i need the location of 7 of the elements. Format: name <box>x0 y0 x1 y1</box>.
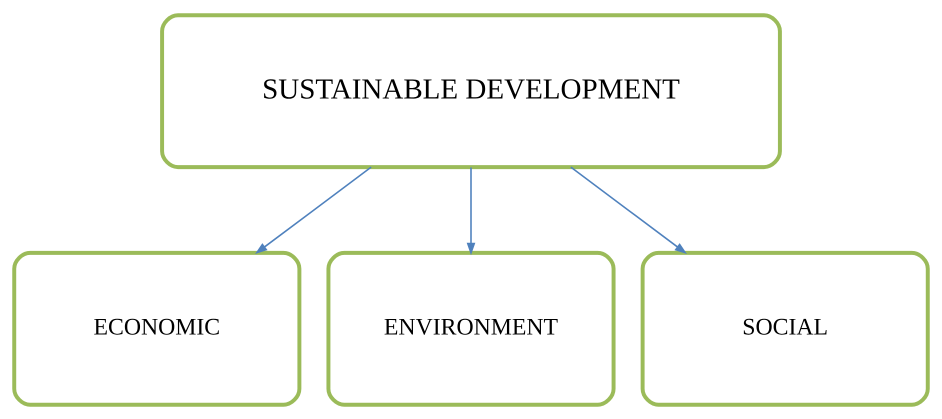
arrow <box>570 166 687 254</box>
arrow <box>255 166 372 254</box>
node-box: ECONOMIC <box>12 250 302 406</box>
node-box: SUSTAINABLE DEVELOPMENT <box>160 12 782 169</box>
node-box: SOCIAL <box>640 250 930 406</box>
arrow <box>466 167 476 255</box>
node-box: ENVIRONMENT <box>326 250 616 406</box>
